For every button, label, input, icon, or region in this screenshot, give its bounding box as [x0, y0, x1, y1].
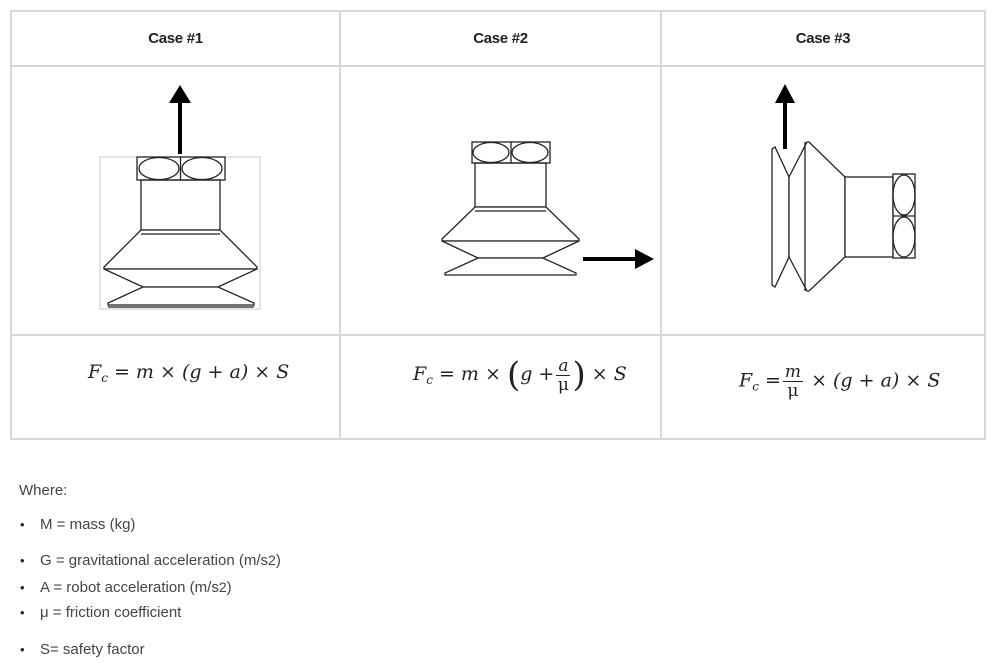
case-3-illustration — [660, 65, 986, 336]
formula-lhs: F — [88, 361, 102, 383]
formula-part: × S — [591, 363, 627, 385]
formula-part: × (g + a) × S — [811, 369, 941, 392]
lower-bellow — [107, 286, 255, 306]
bullet-icon: • — [20, 642, 25, 657]
definition-text: μ = friction coefficient — [40, 604, 182, 621]
vertical-suction-cup-up-force-diagram — [99, 85, 261, 310]
formula-subscript: c — [752, 379, 759, 394]
definition-item: • S= safety factor — [20, 641, 145, 658]
fraction-denominator: μ — [557, 374, 569, 395]
right-arrow — [583, 249, 654, 269]
definition-tail: ) — [226, 579, 232, 596]
neck — [140, 179, 221, 231]
definition-text: M = mass (kg) — [40, 516, 136, 533]
fraction-numerator: m — [782, 362, 804, 382]
definition-item: • G = gravitational acceleration (m/s2) — [20, 552, 281, 569]
cases-table: Case #1 Case #2 Case #3 — [10, 10, 986, 440]
bullet-icon: • — [20, 517, 25, 532]
fraction-numerator: a — [556, 355, 571, 376]
neck — [844, 176, 894, 258]
formula-subscript: c — [426, 373, 433, 387]
upper-bellow — [103, 229, 258, 270]
lower-bellow — [444, 257, 577, 276]
formula-part: g + — [520, 363, 555, 385]
definition-item: • μ = friction coefficient — [20, 604, 181, 621]
formula-lhs: F — [413, 363, 427, 385]
formula-lhs: F — [739, 369, 753, 392]
vertical-suction-cup-side-force-diagram — [441, 141, 654, 276]
close-paren: ) — [572, 355, 586, 395]
case-2-header: Case #2 — [339, 10, 662, 67]
case-3-header: Case #3 — [660, 10, 986, 67]
neck — [474, 162, 547, 208]
formula-subscript: c — [101, 371, 108, 385]
definition-item: • M = mass (kg) — [20, 516, 135, 533]
front-lip — [771, 146, 790, 288]
definition-superscript: 2 — [218, 579, 227, 595]
case-2-illustration — [339, 65, 662, 336]
where-label: Where: — [19, 482, 68, 499]
formula-part: = — [764, 369, 781, 392]
bullet-icon: • — [20, 580, 25, 595]
bullet-icon: • — [20, 605, 25, 620]
definition-text: G = gravitational acceleration (m/s — [40, 552, 269, 569]
definition-superscript: 2 — [268, 552, 276, 568]
bullet-icon: • — [20, 553, 25, 568]
case-1-header: Case #1 — [10, 10, 341, 67]
formula-part: = m × — [438, 363, 501, 385]
cone-bellow — [788, 141, 846, 292]
up-arrow — [169, 85, 191, 154]
horizontal-suction-cup-up-force-diagram — [771, 84, 916, 292]
formula-rhs: = m × (g + a) × S — [113, 361, 290, 383]
up-arrow — [775, 84, 795, 149]
illustration-row — [10, 65, 986, 336]
definition-item: • A = robot acceleration (m/s2) — [20, 579, 232, 596]
fraction-denominator: μ — [787, 381, 799, 401]
case-1-formula: Fc = m × (g + a) × S — [88, 361, 289, 385]
upper-bellow — [441, 206, 580, 242]
open-paren: ( — [506, 355, 521, 395]
definition-text: A = robot acceleration (m/s — [40, 579, 219, 596]
header-row: Case #1 Case #2 Case #3 — [10, 10, 986, 67]
definition-text: S= safety factor — [40, 641, 145, 658]
definition-tail: ) — [275, 552, 281, 569]
case-1-formula-cell: Fc = m × (g + a) × S — [10, 334, 341, 440]
case-1-illustration — [10, 65, 341, 336]
